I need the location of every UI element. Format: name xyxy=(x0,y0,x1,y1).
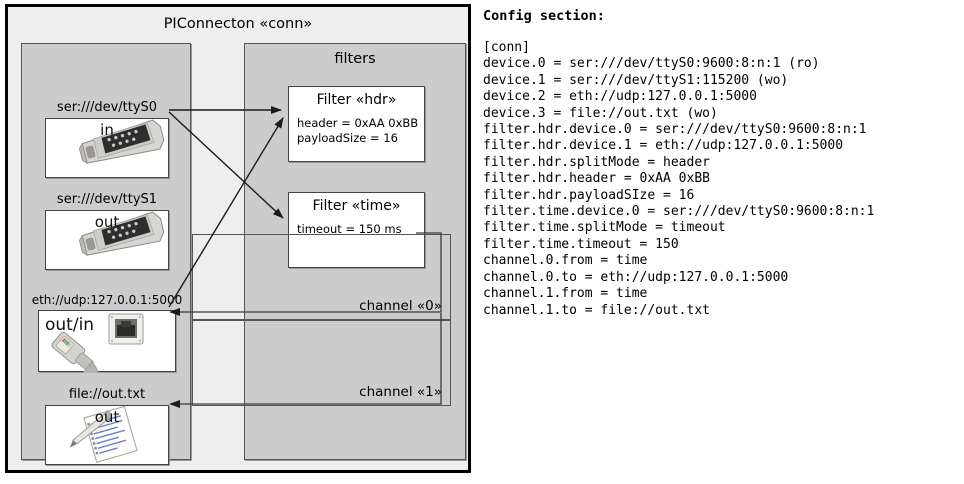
device-card-file[interactable]: out xyxy=(45,405,169,465)
config-line: filter.time.device.0 = ser:///dev/ttyS0:… xyxy=(483,204,875,220)
config-line: channel.1.to = file://out.txt xyxy=(483,302,710,318)
devices-panel: ser:///dev/ttyS0 in xyxy=(21,43,191,465)
config-line: channel.0.to = eth://udp:127.0.0.1:5000 xyxy=(483,269,789,285)
device-node-eth[interactable]: eth://udp:127.0.0.1:5000 out/in xyxy=(30,292,184,373)
page-title: PIConnecton «conn» xyxy=(163,16,313,32)
config-line: channel.0.from = time xyxy=(483,253,648,269)
filter-card-hdr[interactable]: Filter «hdr» header = 0xAA 0xBB payloadS… xyxy=(288,86,425,162)
device-node-file[interactable]: file://out.txt out xyxy=(30,387,184,465)
filter-prop: payloadSize = 16 xyxy=(297,131,398,145)
serial-port-icon xyxy=(78,119,165,164)
config-line: channel.1.from = time xyxy=(483,286,648,302)
config-line: filter.hdr.device.1 = eth://udp:127.0.0.… xyxy=(483,138,844,154)
channel-box-0: channel «0» xyxy=(192,234,451,320)
device-label-file: file://out.txt xyxy=(68,387,146,402)
config-line: [conn] xyxy=(483,40,530,55)
config-line: device.1 = ser:///dev/ttyS1:115200 (wo) xyxy=(483,72,789,88)
filter-props-hdr: header = 0xAA 0xBB payloadSize = 16 xyxy=(297,116,418,146)
config-body: [conn]device.0 = ser:///dev/ttyS0:9600:8… xyxy=(483,40,961,319)
device-card-ttys0[interactable]: in xyxy=(45,118,169,178)
device-io-file: out xyxy=(94,408,120,426)
filter-prop: header = 0xAA 0xBB xyxy=(297,116,419,130)
channel-label-1: channel «1» xyxy=(359,384,442,400)
filter-name-time: Filter «time» xyxy=(312,198,401,214)
device-io-eth: out/in xyxy=(45,315,95,335)
device-label-eth: eth://udp:127.0.0.1:5000 xyxy=(31,293,183,307)
channel-label-0: channel «0» xyxy=(359,298,442,314)
device-io-ttys0: in xyxy=(100,121,114,139)
config-title: Config section: xyxy=(483,8,605,24)
device-card-eth[interactable]: out/in xyxy=(38,310,176,373)
serial-port-icon xyxy=(78,211,165,256)
device-label-ttys1: ser:///dev/ttyS1 xyxy=(56,192,158,207)
config-line: filter.hdr.header = 0xAA 0xBB xyxy=(483,171,710,187)
device-card-ttys1[interactable]: out xyxy=(45,210,169,270)
connector-component-box: PIConnecton «conn» ser:///dev/ttyS0 in xyxy=(5,4,471,473)
config-line: filter.hdr.payloadSIze = 16 xyxy=(483,187,695,203)
filter-name-hdr: Filter «hdr» xyxy=(316,92,397,108)
config-line: filter.hdr.device.0 = ser:///dev/ttyS0:9… xyxy=(483,122,867,138)
ethernet-jack-icon xyxy=(51,313,144,373)
config-line: device.0 = ser:///dev/ttyS0:9600:8:n:1 (… xyxy=(483,56,820,72)
config-line: filter.time.timeout = 150 xyxy=(483,236,679,252)
device-node-ttys1[interactable]: ser:///dev/ttyS1 out xyxy=(30,192,184,270)
config-section: Config section: [conn]device.0 = ser:///… xyxy=(483,8,961,319)
config-line: device.3 = file://out.txt (wo) xyxy=(483,105,718,121)
config-line: filter.time.splitMode = timeout xyxy=(483,220,726,236)
device-label-ttys0: ser:///dev/ttyS0 xyxy=(56,100,158,115)
text-document-icon xyxy=(69,406,138,463)
filters-panel: filters Filter «hdr» header = 0xAA 0xBB … xyxy=(192,43,466,460)
config-line: device.2 = eth://udp:127.0.0.1:5000 xyxy=(483,89,757,105)
filters-panel-title: filters xyxy=(334,51,376,67)
device-node-ttys0[interactable]: ser:///dev/ttyS0 in xyxy=(30,100,184,178)
config-line: filter.hdr.splitMode = header xyxy=(483,154,710,170)
channel-box-1: channel «1» xyxy=(192,320,451,406)
device-io-ttys1: out xyxy=(94,213,120,231)
